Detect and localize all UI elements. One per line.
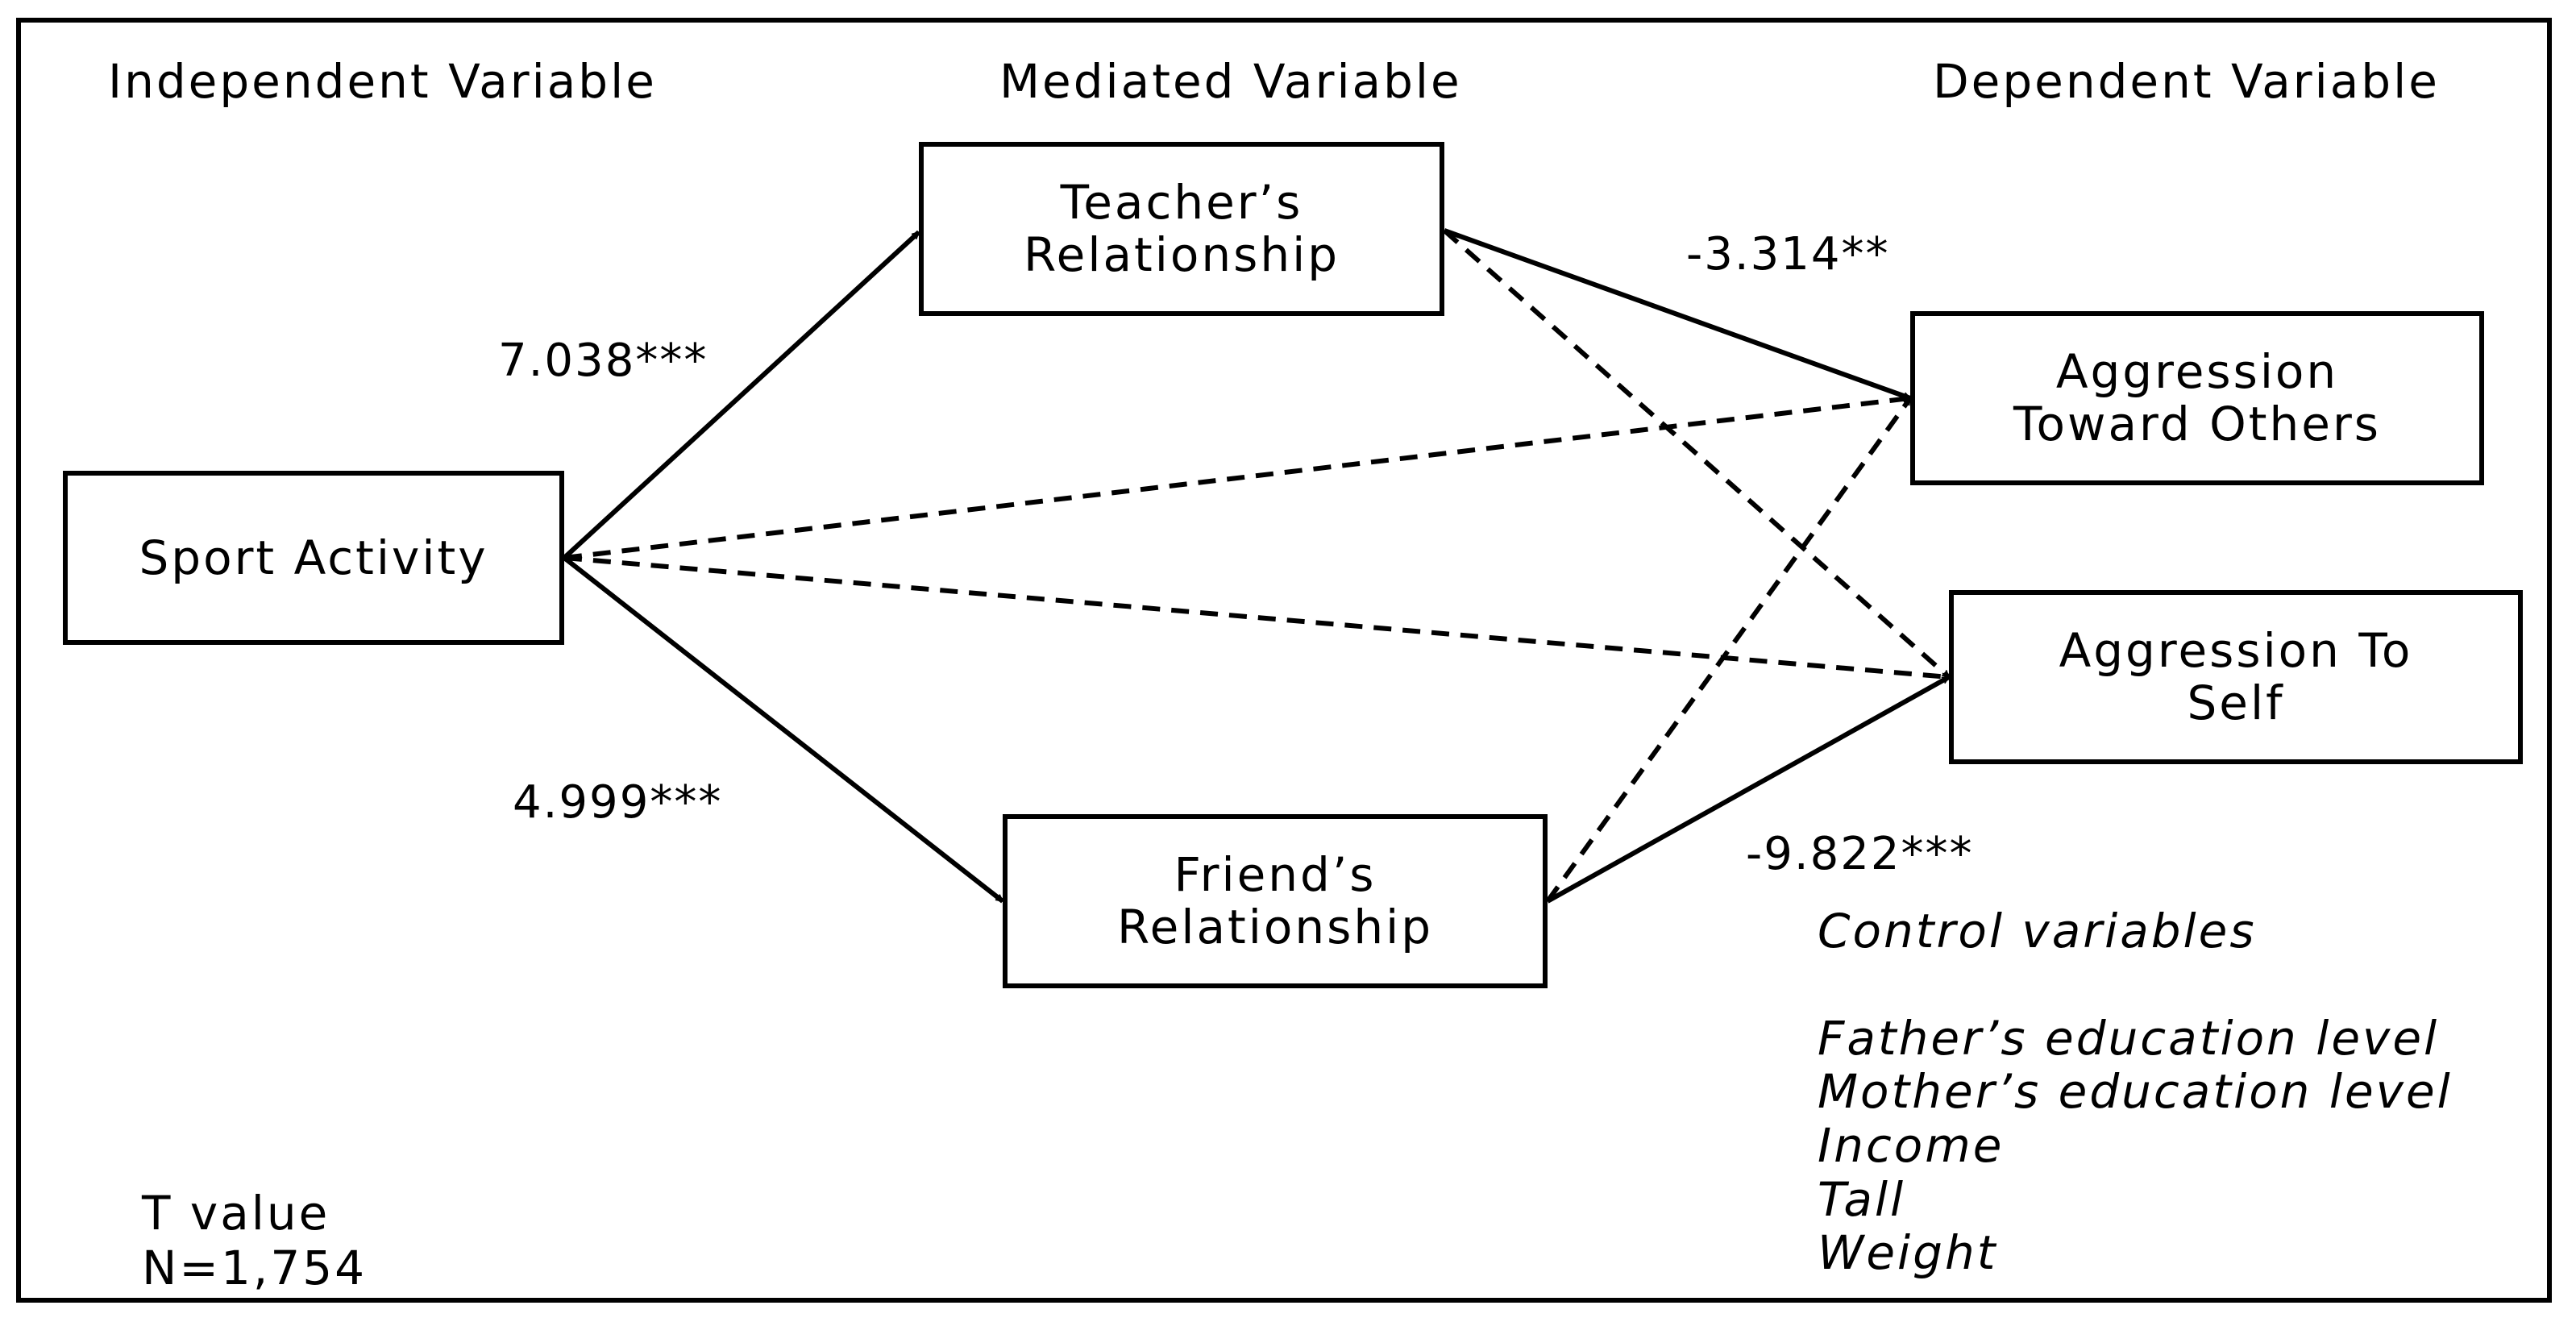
node-label-line: Teacher’s [1060,175,1303,231]
node-sport-activity: Sport Activity [63,471,564,645]
heading-independent-variable: Independent Variable [108,54,657,109]
path-friend_relationship-to-aggression_others [1545,397,1913,903]
path-sport_activity-to-friend_relationship [563,555,1004,904]
control-variables-title: Control variables [1818,904,2257,958]
path-teacher_relationship-to-aggression_self [1443,228,1951,680]
node-label-line: Self [2187,676,2285,730]
path-sport_activity-to-aggression_self [563,555,1949,677]
sample-size: N=1,754 [142,1240,368,1295]
control-variable-item: Father’s education level [1818,1010,2440,1066]
path-friend_relationship-to-aggression_self [1546,675,1949,904]
node-label-line: Relationship [1023,227,1340,282]
coefficient-teacher-to-others: -3.314** [1686,228,1890,281]
control-variable-item: Income [1818,1118,2005,1174]
path-sport_activity-to-teacher_relationship [562,230,921,560]
control-variable-item: Mother’s education level [1818,1064,2453,1120]
heading-mediated-variable: Mediated Variable [999,54,1462,109]
coefficient-sport-to-teacher: 7.038*** [498,335,708,387]
heading-dependent-variable: Dependent Variable [1933,54,2440,109]
path-sport_activity-to-aggression_others [563,398,1910,560]
control-variable-item: Weight [1818,1225,1998,1281]
node-label-line: Toward Others [2013,397,2382,451]
statistics-note: T value N=1,754 [142,1186,368,1296]
node-label-line: Relationship [1116,900,1434,954]
coefficient-friend-to-self: -9.822*** [1746,828,1974,880]
coefficient-sport-to-friend: 4.999*** [513,776,723,829]
control-variable-item: Tall [1818,1171,1906,1227]
node-label-line: Sport Activity [139,530,488,585]
statistic-label: T value [142,1186,330,1241]
path-teacher_relationship-to-aggression_others [1443,228,1910,401]
node-label-line: Friend’s [1174,847,1377,903]
node-label-line: Aggression [2055,344,2339,400]
control-variables: Control variables Father’s education lev… [1818,904,2453,1280]
diagram-frame [16,18,2552,1303]
node-label-line: Aggression To [2059,623,2413,679]
